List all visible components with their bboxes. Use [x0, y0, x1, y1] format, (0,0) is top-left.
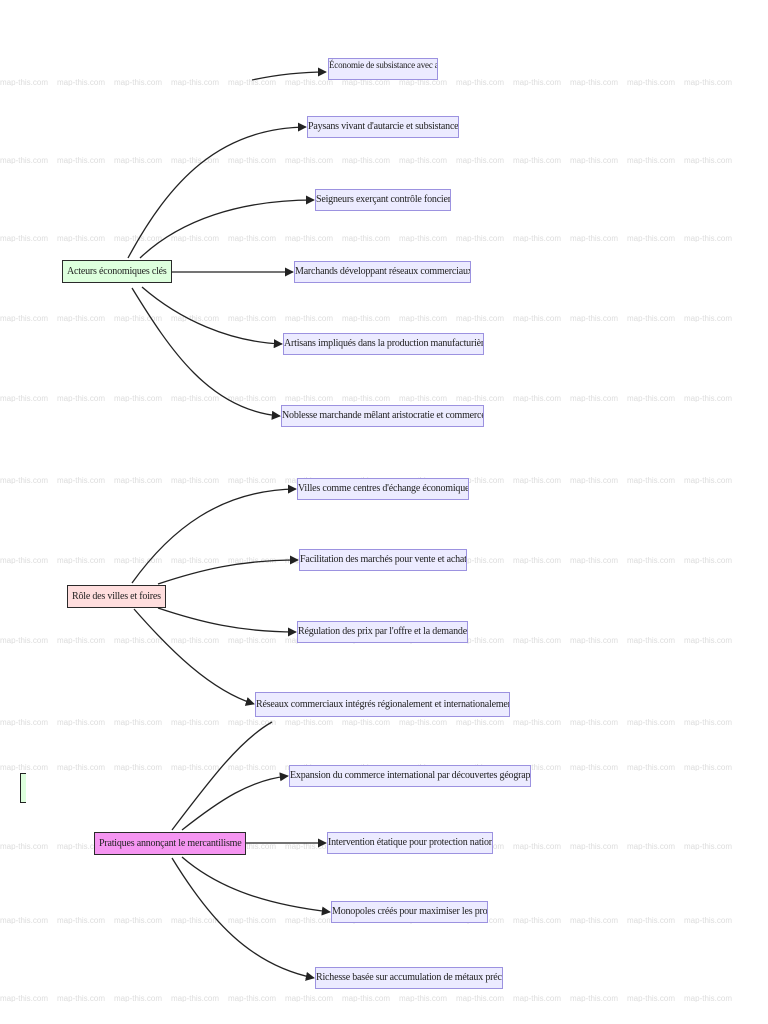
leaf-artisans[interactable]: Artisans impliqués dans la production ma…	[283, 333, 484, 355]
leaf-lords[interactable]: Seigneurs exerçant contrôle foncier	[315, 189, 451, 211]
leaf-label: Régulation des prix par l'offre et la de…	[298, 626, 467, 637]
edge-g3-4	[171, 857, 315, 981]
leaf-cities-exchange[interactable]: Villes comme centres d'échange économiqu…	[297, 478, 469, 500]
leaf-label: Intervention étatique pour protection na…	[328, 837, 493, 848]
leaf-markets[interactable]: Facilitation des marchés pour vente et a…	[299, 549, 467, 571]
edge-g1-5	[131, 287, 281, 420]
edge-g2-1	[131, 484, 297, 584]
leaf-label: Facilitation des marchés pour vente et a…	[300, 554, 467, 565]
leaf-label: Réseaux commerciaux intégrés régionaleme…	[256, 699, 510, 710]
hub-cities-fairs[interactable]: Rôle des villes et foires	[67, 585, 166, 608]
edge-g2-2	[157, 555, 299, 585]
node-label: Économie de subsistance avec autonomie p…	[329, 60, 437, 70]
hub-label: Pratiques annonçant le mercantilisme	[99, 838, 242, 849]
leaf-label: Villes comme centres d'échange économiqu…	[298, 483, 469, 494]
leaf-label: Marchands développant réseaux commerciau…	[295, 266, 471, 277]
leaf-label: Monopoles créés pour maximiser les profi…	[332, 906, 488, 917]
edge-g1-4	[141, 286, 283, 349]
hub-label: Rôle des villes et foires	[72, 591, 161, 602]
leaf-label: Noblesse marchande mêlant aristocratie e…	[282, 410, 484, 421]
leaf-price-regulation[interactable]: Régulation des prix par l'offre et la de…	[297, 621, 468, 643]
leaf-international-trade[interactable]: Expansion du commerce international par …	[289, 765, 531, 787]
leaf-trade-networks[interactable]: Réseaux commerciaux intégrés régionaleme…	[255, 692, 510, 717]
edge-g1-2	[139, 195, 315, 259]
hub-mercantilism[interactable]: Pratiques annonçant le mercantilisme	[94, 832, 247, 855]
leaf-label: Artisans impliqués dans la production ma…	[284, 338, 484, 349]
hub-economic-actors[interactable]: Acteurs économiques clés	[62, 260, 172, 283]
leaf-state-intervention[interactable]: Intervention étatique pour protection na…	[327, 832, 493, 854]
leaf-label: Paysans vivant d'autarcie et subsistance	[308, 121, 459, 132]
edge-top	[251, 67, 327, 81]
leaf-label: Seigneurs exerçant contrôle foncier	[316, 194, 451, 205]
edge-g2-4	[133, 608, 255, 706]
edge-g3-3	[181, 856, 331, 916]
leaf-label: Richesse basée sur accumulation de métau…	[316, 972, 503, 983]
clipped-node-stub	[20, 773, 26, 803]
edge-g1-1	[127, 122, 307, 259]
leaf-merchants[interactable]: Marchands développant réseaux commerciau…	[294, 261, 471, 283]
hub-label: Acteurs économiques clés	[67, 266, 167, 277]
leaf-peasants[interactable]: Paysans vivant d'autarcie et subsistance	[307, 116, 459, 138]
leaf-precious-metals[interactable]: Richesse basée sur accumulation de métau…	[315, 967, 503, 989]
edge-g3-1	[181, 772, 289, 831]
edge-g2-3	[157, 607, 297, 637]
edge-g3-0	[171, 721, 273, 831]
node-subsistence-economy[interactable]: Économie de subsistance avec autonomie p…	[328, 58, 438, 80]
leaf-merchant-nobility[interactable]: Noblesse marchande mêlant aristocratie e…	[281, 405, 484, 427]
leaf-label: Expansion du commerce international par …	[290, 770, 531, 781]
leaf-monopolies[interactable]: Monopoles créés pour maximiser les profi…	[331, 901, 488, 923]
